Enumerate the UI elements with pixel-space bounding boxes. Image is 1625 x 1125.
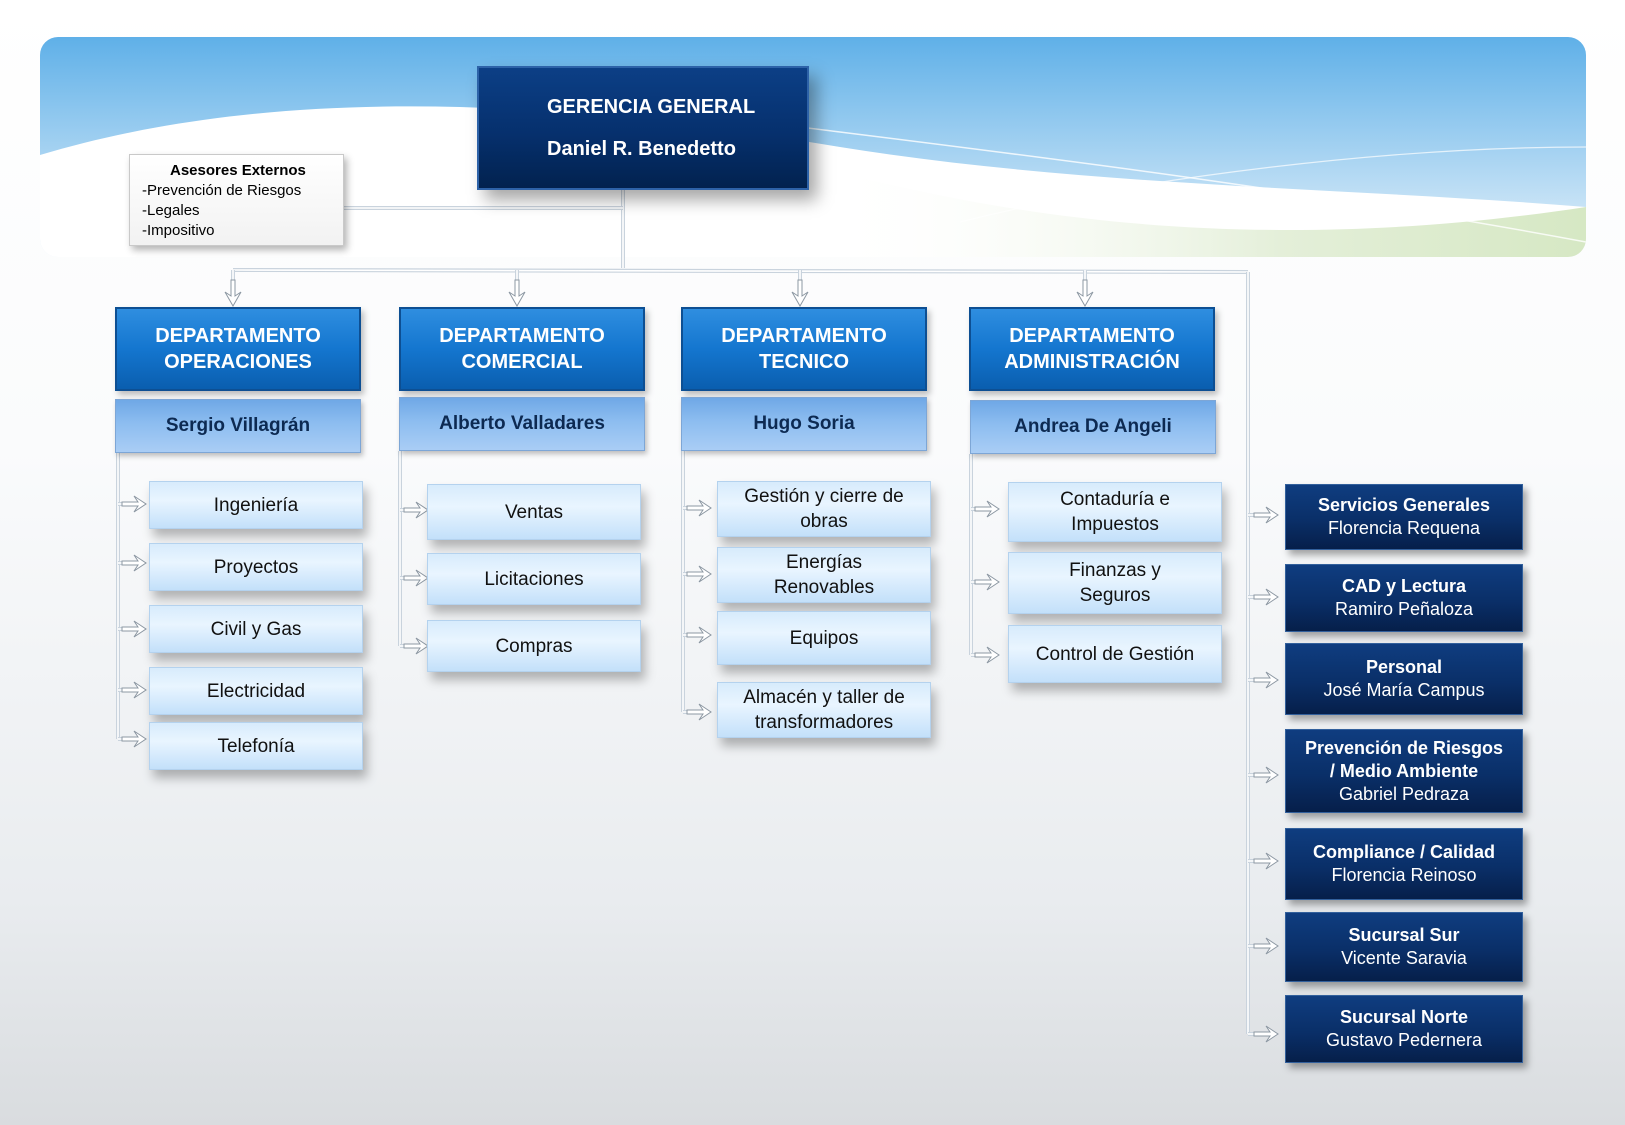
dept-administracion-box: DEPARTAMENTO ADMINISTRACIÓN [969, 307, 1215, 391]
arrow-down-icon [508, 279, 526, 308]
asesor-item: -Impositivo [142, 222, 215, 239]
connector-line [232, 269, 1249, 273]
dept-title-line: DEPARTAMENTO [439, 325, 605, 347]
area-line: Finanzas y [1069, 560, 1161, 581]
dept-title-line: DEPARTAMENTO [155, 325, 321, 347]
unit-person: Florencia Requena [1327, 518, 1481, 538]
arrow-right-icon [121, 681, 147, 699]
unit-personal: Personal José María Campus [1285, 643, 1523, 715]
arrow-right-icon [686, 703, 712, 721]
arrow-right-icon [974, 646, 1000, 664]
arrow-down-icon [791, 279, 809, 308]
dept-operaciones-box: DEPARTAMENTO OPERACIONES [115, 307, 361, 391]
dept-head: Sergio Villagrán [115, 399, 361, 453]
area-ingenieria: Ingeniería [149, 481, 363, 529]
arrow-right-icon [403, 637, 429, 655]
arrow-right-icon [1253, 766, 1279, 784]
area-line: Almacén y taller de [743, 687, 905, 708]
unit-person: José María Campus [1323, 680, 1485, 700]
arrow-right-icon [1253, 671, 1279, 689]
dept-title-line: DEPARTAMENTO [1009, 325, 1175, 347]
unit-title: Compliance / Calidad [1312, 842, 1496, 862]
unit-person: Gustavo Pedernera [1325, 1030, 1483, 1050]
dept-title-line: OPERACIONES [164, 351, 312, 373]
arrow-right-icon [121, 554, 147, 572]
arrow-right-icon [1253, 937, 1279, 955]
arrow-right-icon [974, 500, 1000, 518]
unit-person: Ramiro Peñaloza [1334, 599, 1474, 619]
arrow-right-icon [1253, 852, 1279, 870]
unit-title: / Medio Ambiente [1329, 760, 1479, 781]
arrow-down-icon [224, 279, 242, 308]
area-almacen-taller: Almacén y taller de transformadores [717, 682, 931, 738]
arrow-right-icon [686, 626, 712, 644]
dept-comercial-box: DEPARTAMENTO COMERCIAL [399, 307, 645, 391]
dept-title-line: ADMINISTRACIÓN [1004, 351, 1180, 373]
dept-tecnico-box: DEPARTAMENTO TECNICO [681, 307, 927, 391]
unit-sucursal-norte: Sucursal Norte Gustavo Pedernera [1285, 995, 1523, 1063]
unit-title: Servicios Generales [1317, 495, 1491, 515]
unit-title: Prevención de Riesgos [1304, 737, 1504, 758]
unit-title: CAD y Lectura [1341, 576, 1467, 596]
area-equipos: Equipos [717, 611, 931, 665]
area-control-gestion: Control de Gestión [1008, 625, 1222, 683]
unit-sucursal-sur: Sucursal Sur Vicente Saravia [1285, 912, 1523, 982]
gerencia-general-box: GERENCIA GENERAL Daniel R. Benedetto [477, 66, 809, 190]
area-contaduria-impuestos: Contaduría e Impuestos [1008, 482, 1222, 542]
area-line: Seguros [1079, 585, 1151, 606]
unit-person: Vicente Saravia [1341, 948, 1467, 968]
dept-title-line: DEPARTAMENTO [721, 325, 887, 347]
area-gestion-obras: Gestión y cierre de obras [717, 481, 931, 537]
area-telefonia: Telefonía [149, 722, 363, 770]
dept-head: Hugo Soria [681, 397, 927, 451]
gerencia-title: GERENCIA GENERAL [547, 96, 756, 118]
arrow-right-icon [686, 565, 712, 583]
arrow-right-icon [1253, 1025, 1279, 1043]
dept-title-line: COMERCIAL [461, 351, 583, 373]
dept-title-line: TECNICO [759, 351, 849, 373]
area-finanzas-seguros: Finanzas y Seguros [1008, 552, 1222, 614]
area-line: obras [800, 511, 848, 532]
dept-head: Andrea De Angeli [970, 400, 1216, 454]
dept-head: Alberto Valladares [399, 397, 645, 451]
arrow-right-icon [403, 501, 429, 519]
unit-compliance-calidad: Compliance / Calidad Florencia Reinoso [1285, 828, 1523, 900]
asesores-title: Asesores Externos [170, 162, 306, 179]
arrow-right-icon [403, 569, 429, 587]
unit-title: Personal [1365, 657, 1443, 677]
area-energias-renovables: Energías Renovables [717, 547, 931, 603]
unit-prevencion-riesgos: Prevención de Riesgos / Medio Ambiente G… [1285, 729, 1523, 813]
area-line: transformadores [754, 712, 894, 733]
area-ventas: Ventas [427, 484, 641, 540]
unit-servicios-generales: Servicios Generales Florencia Requena [1285, 484, 1523, 550]
arrow-down-icon [1076, 279, 1094, 308]
unit-person: Florencia Reinoso [1331, 865, 1477, 885]
area-licitaciones: Licitaciones [427, 553, 641, 605]
area-line: Energías [785, 552, 863, 573]
unit-title: Sucursal Norte [1339, 1007, 1469, 1027]
area-line: Renovables [773, 577, 875, 598]
arrow-right-icon [121, 495, 147, 513]
unit-title: Sucursal Sur [1348, 925, 1460, 945]
area-compras: Compras [427, 620, 641, 672]
area-civil-gas: Civil y Gas [149, 605, 363, 653]
area-proyectos: Proyectos [149, 543, 363, 591]
arrow-right-icon [1253, 588, 1279, 606]
area-line: Contaduría e [1060, 489, 1170, 510]
arrow-right-icon [1253, 506, 1279, 524]
gerencia-name: Daniel R. Benedetto [547, 138, 736, 160]
asesor-item: -Legales [142, 202, 200, 219]
arrow-right-icon [121, 620, 147, 638]
area-electricidad: Electricidad [149, 667, 363, 715]
arrow-right-icon [121, 730, 147, 748]
area-line: Gestión y cierre de [744, 486, 904, 507]
asesores-externos-box: Asesores Externos -Prevención de Riesgos… [129, 154, 344, 246]
asesor-item: -Prevención de Riesgos [142, 182, 302, 199]
area-line: Impuestos [1071, 514, 1159, 535]
arrow-right-icon [686, 499, 712, 517]
arrow-right-icon [974, 573, 1000, 591]
unit-person: Gabriel Pedraza [1338, 783, 1470, 804]
unit-cad-lectura: CAD y Lectura Ramiro Peñaloza [1285, 564, 1523, 632]
